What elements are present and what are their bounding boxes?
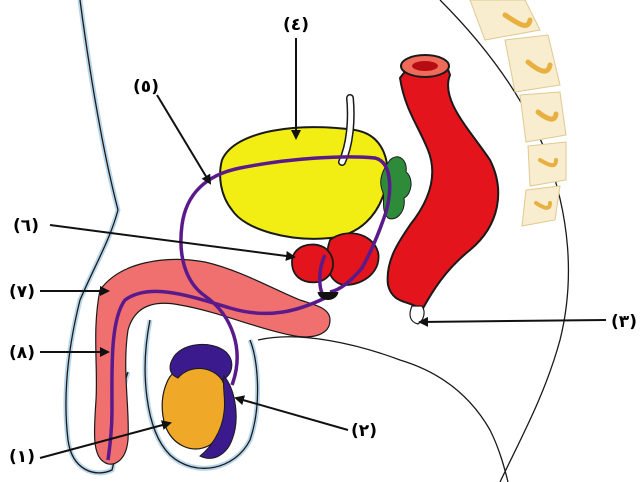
label-7: (٧) — [9, 282, 35, 302]
label-2: (٢) — [351, 421, 377, 441]
cowper-gland — [292, 244, 333, 282]
body-outline-back — [258, 337, 508, 482]
label-3: (٣) — [611, 312, 637, 332]
label-6: (٦) — [13, 216, 39, 236]
label-1: (١) — [9, 447, 35, 467]
label-5: (٥) — [133, 77, 159, 97]
label-8: (٨) — [9, 343, 35, 363]
bladder — [220, 127, 387, 239]
label-4: (٤) — [283, 15, 309, 35]
